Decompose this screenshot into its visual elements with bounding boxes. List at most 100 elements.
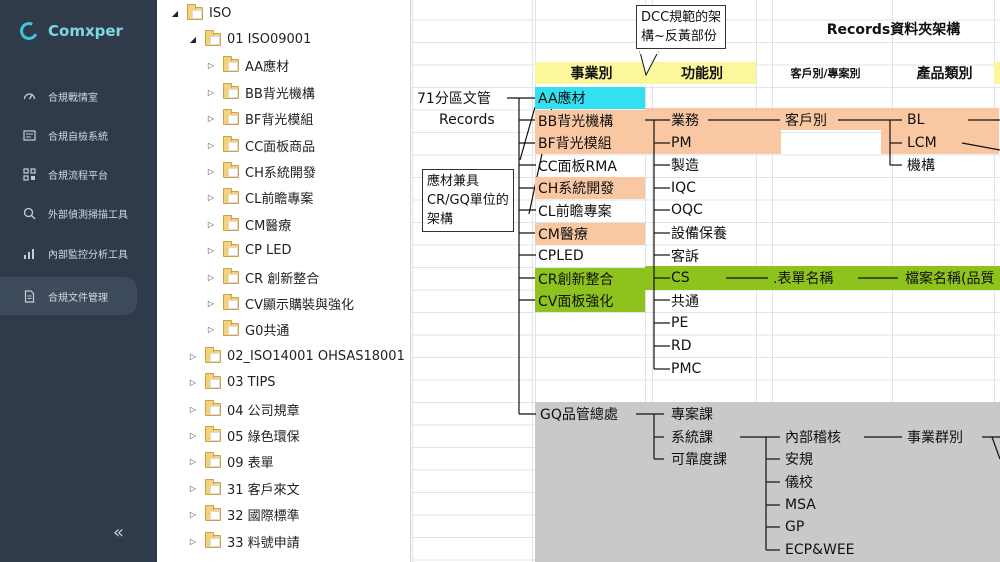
- expanded-arrow-icon[interactable]: ◢: [171, 8, 179, 18]
- tree-item[interactable]: ▷CP LED: [205, 240, 292, 262]
- folder-icon: [205, 478, 221, 495]
- tree-item[interactable]: ▷BB背光機構: [205, 81, 315, 103]
- folder-icon: [205, 452, 221, 469]
- tree-item[interactable]: ▷ 32 國際標準: [187, 504, 300, 526]
- business-unit-cell: CL前瞻專案: [538, 204, 612, 220]
- sidebar-item-dashboard[interactable]: 合規戰情室: [0, 77, 137, 115]
- tree-item[interactable]: ▷09 表單: [187, 451, 274, 473]
- bar-chart-icon: [22, 246, 36, 260]
- folder-icon: [223, 241, 239, 258]
- brand[interactable]: Comxper: [17, 18, 123, 44]
- callout-line: 構~反黃部份: [641, 29, 717, 44]
- tree-item[interactable]: ▷ BF背光模組: [205, 108, 313, 130]
- tree-item-label: BF背光模組: [245, 113, 314, 129]
- folder-icon: [223, 56, 239, 73]
- collapsed-arrow-icon[interactable]: ▷: [189, 378, 197, 388]
- collapsed-arrow-icon[interactable]: ▷: [189, 351, 197, 361]
- business-unit-cell: AA應材: [535, 87, 645, 109]
- gq-sub: 儀校: [785, 475, 813, 491]
- callout-material-note: 應材兼具 CR/GQ單位的 架構: [422, 169, 514, 232]
- header-product: 產品類別: [916, 66, 973, 82]
- gq-sub: GP: [785, 519, 805, 535]
- collapsed-arrow-icon[interactable]: ▷: [189, 483, 197, 493]
- sidebar-item-document-management[interactable]: 合規文件管理: [0, 277, 137, 315]
- tree-item[interactable]: ▷ CV顯示購裝與強化: [205, 292, 354, 314]
- sidebar-item-external-scan[interactable]: 外部偵測掃描工具: [0, 194, 137, 232]
- function-cell: 製造: [671, 158, 699, 175]
- sidebar-item-flow[interactable]: 合規流程平台: [0, 155, 137, 193]
- tree-item[interactable]: ◢ ISO: [169, 2, 231, 24]
- tree-item[interactable]: ▷ 04 公司規章: [187, 398, 300, 420]
- folder-icon: [205, 399, 221, 416]
- gq-child: 可靠度課: [671, 452, 727, 468]
- function-cell: 業務: [671, 113, 699, 129]
- sidebar-item-label: 內部監控分析工具: [48, 249, 128, 261]
- sidebar-item-label: 合規戰情室: [48, 92, 98, 104]
- folder-icon: [187, 3, 203, 20]
- tree-item[interactable]: ▷CC面板商品: [205, 134, 315, 156]
- tree-item-label: AA應材: [245, 60, 290, 76]
- tree-item-label: CH系統開發: [245, 165, 316, 181]
- collapsed-arrow-icon[interactable]: ▷: [207, 140, 215, 150]
- function-cell: PM: [671, 134, 692, 151]
- collapsed-arrow-icon[interactable]: ▷: [207, 219, 215, 229]
- collapsed-arrow-icon[interactable]: ▷: [189, 536, 197, 546]
- function-cell: 共通: [671, 293, 699, 310]
- tree-item[interactable]: ▷03 TIPS: [187, 372, 276, 394]
- customer-cell: 客戶別: [785, 113, 827, 129]
- tree-item[interactable]: ▷31 客戶來文: [187, 477, 300, 499]
- connector-lines: [507, 49, 1000, 551]
- collapsed-arrow-icon[interactable]: ▷: [189, 404, 197, 414]
- collapsed-arrow-icon[interactable]: ▷: [207, 325, 215, 335]
- tree-item[interactable]: ▷ G0共通: [205, 319, 289, 341]
- tree-item-label: CL前瞻專案: [245, 192, 314, 208]
- tree-item-label: 02_ISO14001 OHSAS18001: [227, 348, 405, 364]
- folder-icon: [223, 109, 239, 126]
- collapsed-arrow-icon[interactable]: ▷: [207, 114, 215, 124]
- tree-item-label: ISO: [209, 5, 232, 21]
- expanded-arrow-icon[interactable]: ◢: [189, 34, 197, 44]
- tree-item[interactable]: ▷CR 創新整合: [205, 266, 319, 288]
- collapsed-arrow-icon[interactable]: ▷: [207, 61, 215, 71]
- collapsed-arrow-icon[interactable]: ▷: [207, 246, 215, 256]
- function-cell: OQC: [671, 202, 703, 219]
- folder-icon: [223, 293, 239, 310]
- tree-item-label: 01 ISO09001: [227, 31, 312, 47]
- function-cell: PE: [671, 315, 689, 332]
- search-icon: [22, 206, 36, 220]
- tree-item-label: 32 國際標準: [227, 509, 300, 525]
- folder-icon: [205, 505, 221, 522]
- collapse-sidebar-button[interactable]: «: [113, 522, 125, 543]
- tree-item[interactable]: ▷ CH系統開發: [205, 160, 316, 182]
- tree-item[interactable]: ▷ CL前瞻專案: [205, 187, 313, 209]
- tree-item[interactable]: ▷05 綠色環保: [187, 424, 300, 446]
- tree-item-label: G0共通: [245, 324, 290, 340]
- collapsed-arrow-icon[interactable]: ▷: [207, 166, 215, 176]
- tree-item[interactable]: ▷ 02_ISO14001 OHSAS18001: [187, 345, 405, 367]
- sidebar-item-internal-monitor[interactable]: 內部監控分析工具: [0, 234, 137, 272]
- collapsed-arrow-icon[interactable]: ▷: [207, 298, 215, 308]
- tree-item[interactable]: ▷ AA應材: [205, 55, 289, 77]
- dashboard-icon: [22, 89, 36, 103]
- brand-name: Comxper: [48, 22, 123, 40]
- brand-logo-icon: [17, 19, 41, 43]
- gq-sub: 安規: [785, 452, 813, 468]
- tree-item-label: CV顯示購裝與強化: [245, 297, 354, 313]
- tree-item[interactable]: ◢ 01 ISO09001: [187, 28, 311, 50]
- collapsed-arrow-icon[interactable]: ▷: [207, 193, 215, 203]
- gq-sub: MSA: [785, 497, 816, 513]
- tree-item[interactable]: ▷33 料號申請: [187, 530, 300, 552]
- product-highlight: [881, 130, 999, 154]
- collapsed-arrow-icon[interactable]: ▷: [207, 87, 215, 97]
- folder-icon: [205, 29, 221, 46]
- callout-line: 架構: [427, 212, 454, 227]
- sidebar-item-self-check[interactable]: 合規自檢系統: [0, 116, 137, 154]
- gq-child: 專案課: [671, 407, 713, 423]
- collapsed-arrow-icon[interactable]: ▷: [189, 510, 197, 520]
- tree-item[interactable]: ▷CM醫療: [205, 213, 291, 235]
- function-cell: CS: [671, 270, 690, 287]
- collapsed-arrow-icon[interactable]: ▷: [189, 430, 197, 440]
- collapsed-arrow-icon[interactable]: ▷: [207, 272, 215, 282]
- collapsed-arrow-icon[interactable]: ▷: [189, 457, 197, 467]
- tree-item-label: 04 公司規章: [227, 403, 300, 419]
